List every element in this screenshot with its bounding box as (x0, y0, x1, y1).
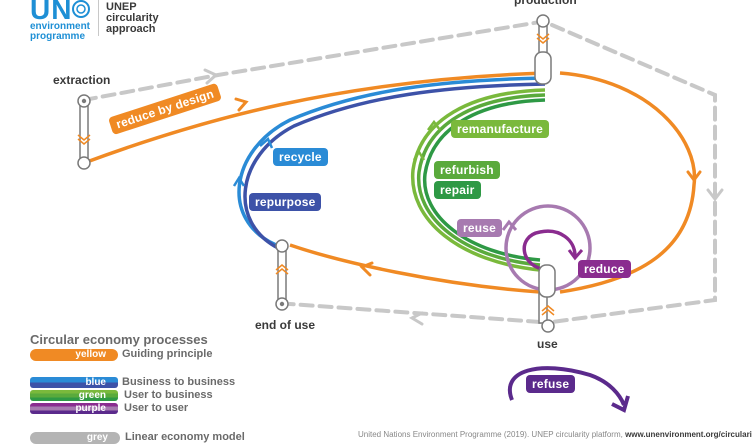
blue-dark-arrowhead (232, 175, 246, 187)
reuse-arrowhead (501, 219, 518, 231)
green-arrowhead-1 (427, 119, 441, 131)
legend-swatch-green: green (30, 390, 118, 401)
production-node[interactable] (534, 14, 552, 85)
refurbish-label[interactable]: refurbish (434, 161, 500, 179)
extraction-node-dot (81, 98, 87, 104)
logo-title-line3: approach (106, 23, 156, 35)
orange-loop-bottom (289, 243, 541, 294)
legend-swatch-purple: purple (30, 403, 118, 414)
repurpose-line (243, 82, 546, 250)
logo-divider (98, 0, 99, 36)
reduce-loop (522, 229, 577, 272)
legend-desc-linear: Linear economy model (125, 431, 245, 443)
remanufacture-line (411, 88, 546, 272)
end-of-use-label: end of use (255, 318, 316, 332)
extraction-label: extraction (53, 73, 111, 87)
repurpose-label[interactable]: repurpose (249, 193, 322, 211)
legend-swatch-yellow: yellow (30, 349, 118, 361)
linear-path-use-endofuse (288, 302, 542, 324)
legend-desc-b2b: Business to business (122, 376, 236, 388)
end-of-use-chevron-icon (275, 264, 289, 275)
refurbish-line (417, 93, 546, 267)
refuse-label[interactable]: refuse (526, 375, 576, 393)
reuse-label[interactable]: reuse (457, 219, 503, 237)
use-label: use (537, 337, 558, 351)
orange-arrowhead-1 (234, 97, 249, 112)
green-arrowhead-2 (412, 149, 426, 161)
legend-desc-u2u: User to user (124, 402, 189, 414)
extraction-node[interactable] (77, 94, 91, 170)
repair-label[interactable]: repair (434, 181, 481, 199)
logo-org-line1: environment (30, 21, 91, 32)
linear-arrowhead-bottom (408, 311, 424, 326)
end-of-use-node[interactable] (275, 239, 289, 311)
use-node[interactable] (538, 264, 556, 333)
legend-swatch-grey: grey (30, 432, 120, 444)
repair-line (422, 98, 546, 262)
remanufacture-label[interactable]: remanufacture (451, 120, 549, 138)
unep-logo: UN environment programme UNEP circularit… (0, 0, 200, 42)
reduce-by-design-line (83, 71, 546, 165)
use-chevron-icon (541, 305, 555, 316)
un-wordmark: UN (30, 0, 73, 25)
logo-title-line1: UNEP (106, 1, 137, 13)
orange-arrowhead-2 (686, 170, 702, 183)
end-of-use-node-dot (279, 301, 285, 307)
refuse-arrow (508, 366, 626, 406)
production-label: production (514, 0, 577, 7)
footer-citation: United Nations Environment Programme (20… (358, 430, 752, 439)
linear-arrowhead-right (706, 188, 724, 202)
linear-arrowhead-top (203, 68, 219, 85)
orange-arrowhead-3 (359, 261, 374, 277)
logo-org-line2: programme (30, 31, 86, 42)
legend-desc-guiding: Guiding principle (122, 348, 213, 360)
un-emblem-icon (72, 0, 90, 18)
footer-text: United Nations Environment Programme (20… (358, 430, 626, 439)
blue-arrowhead (259, 136, 274, 149)
logo-title-line2: circularity (106, 12, 159, 24)
legend-swatch-blue: blue (30, 377, 118, 388)
refuse-arrowhead (611, 395, 630, 413)
extraction-chevron-icon (77, 134, 91, 145)
legend-desc-u2b: User to business (124, 389, 213, 401)
legend-title: Circular economy processes (30, 332, 208, 347)
recycle-label[interactable]: recycle (273, 148, 328, 166)
footer-link[interactable]: www.unenvironment.org/circularity (625, 430, 752, 439)
reduce-label[interactable]: reduce (578, 260, 631, 278)
reduce-arrowhead (567, 249, 584, 261)
recycle-line (237, 76, 546, 247)
production-chevron-icon (536, 33, 550, 44)
